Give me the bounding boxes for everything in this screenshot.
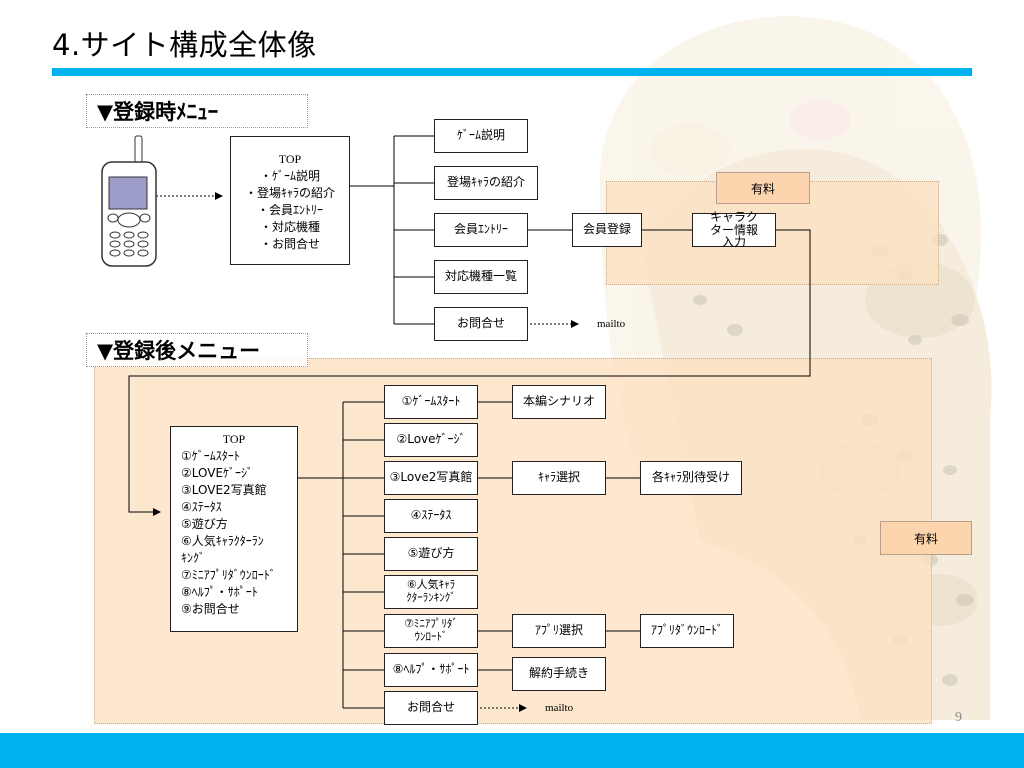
pre-top-menu-item: ・ｹﾞｰﾑ説明 (259, 169, 320, 184)
character-wallpaper-box: 各ｷｬﾗ別待受け (640, 461, 742, 495)
post-page-status: ④ｽﾃｰﾀｽ (384, 499, 478, 533)
post-page-how-to-play: ⑤遊び方 (384, 537, 478, 571)
post-top-menu-title: TOP (222, 432, 246, 446)
title-underline-bar (52, 68, 972, 76)
slide-title: 4.サイト構成全体像 (52, 28, 317, 62)
page-number: 9 (955, 710, 962, 725)
character-select-box: ｷｬﾗ選択 (512, 461, 606, 495)
pre-top-menu-item: ・お問合せ (259, 237, 320, 252)
post-top-menu-item: ⑨お問合せ (181, 602, 240, 617)
post-top-menu-item: ⑦ﾐﾆｱﾌﾟﾘﾀﾞｳﾝﾛｰﾄﾞ (181, 568, 276, 583)
post-top-menu-item: ⑥人気ｷｬﾗｸﾀｰﾗﾝ (181, 534, 264, 549)
paid-label-pre: 有料 (716, 172, 810, 204)
pre-top-menu-item: ・会員ｴﾝﾄﾘｰ (256, 203, 323, 218)
post-top-menu-item: ④ｽﾃｰﾀｽ (181, 500, 222, 515)
post-page-photo-gallery: ③Love2写真館 (384, 461, 478, 495)
character-info-input-box: キャラク ター情報 入力 (692, 210, 776, 250)
pre-page-game-description: ｹﾞｰﾑ説明 (434, 119, 528, 153)
member-registration-box: 会員登録 (572, 213, 642, 247)
post-top-menu-item: ｷﾝｸﾞ (181, 551, 206, 566)
pre-page-character-intro: 登場ｷｬﾗの紹介 (434, 166, 538, 200)
post-page-line: ｸﾀｰﾗﾝｷﾝｸﾞ (406, 591, 456, 604)
post-page-love-gauge: ②Loveｹﾞｰｼﾞ (384, 423, 478, 457)
post-page-character-ranking: ⑥人気ｷｬﾗ ｸﾀｰﾗﾝｷﾝｸﾞ (384, 575, 478, 609)
pre-mailto-label: mailto (597, 318, 626, 330)
character-info-line: キャラク (709, 210, 758, 225)
post-top-menu-item: ③LOVE2写真館 (181, 483, 267, 498)
post-page-help-support: ⑧ﾍﾙﾌﾟ・ｻﾎﾟｰﾄ (384, 653, 478, 687)
pre-page-contact: お問合せ (434, 307, 528, 341)
post-top-menu-item: ⑤遊び方 (181, 517, 228, 532)
post-top-menu-item: ②LOVEｹﾞｰｼﾞ (181, 466, 254, 481)
app-select-box: ｱﾌﾟﾘ選択 (512, 614, 606, 648)
app-download-box: ｱﾌﾟﾘﾀﾞｳﾝﾛｰﾄﾞ (640, 614, 734, 648)
post-page-mini-app-download: ⑦ﾐﾆｱﾌﾟﾘﾀﾞ ｳﾝﾛｰﾄﾞ (384, 614, 478, 648)
paid-label-post: 有料 (880, 521, 972, 555)
post-page-contact: お問合せ (384, 691, 478, 725)
post-top-menu-item: ①ｹﾞｰﾑｽﾀｰﾄ (181, 449, 240, 464)
character-info-line: ター情報 (709, 222, 758, 237)
pre-page-member-entry: 会員ｴﾝﾄﾘｰ (434, 213, 528, 247)
pre-top-menu: TOP ・ｹﾞｰﾑ説明 ・登場ｷｬﾗの紹介 ・会員ｴﾝﾄﾘｰ ・対応機種 ・お問… (230, 136, 350, 265)
pre-page-supported-devices: 対応機種一覧 (434, 260, 528, 294)
post-top-menu-item: ⑧ﾍﾙﾌﾟ・ｻﾎﾟｰﾄ (181, 585, 258, 600)
main-scenario-box: 本編シナリオ (512, 385, 606, 419)
post-page-line: ⑥人気ｷｬﾗ (406, 578, 456, 592)
pre-top-menu-item: ・対応機種 (259, 220, 320, 235)
pre-top-menu-title: TOP (278, 152, 302, 166)
character-info-line: 入力 (721, 235, 746, 250)
post-page-line: ⑦ﾐﾆｱﾌﾟﾘﾀﾞ (404, 617, 458, 631)
post-page-line: ｳﾝﾛｰﾄﾞ (414, 630, 448, 643)
post-top-menu: TOP ①ｹﾞｰﾑｽﾀｰﾄ ②LOVEｹﾞｰｼﾞ ③LOVE2写真館 ④ｽﾃｰﾀ… (170, 426, 298, 632)
pre-top-menu-item: ・登場ｷｬﾗの紹介 (244, 186, 335, 201)
phone-icon (101, 135, 157, 267)
heading-pre-registration: ▼登録時ﾒﾆｭｰ (86, 94, 308, 128)
bottom-band (0, 733, 1024, 768)
post-page-game-start: ①ｹﾞｰﾑｽﾀｰﾄ (384, 385, 478, 419)
post-mailto-label: mailto (545, 702, 574, 714)
heading-post-registration: ▼登録後メニュー (86, 333, 308, 367)
cancellation-box: 解約手続き (512, 657, 606, 691)
